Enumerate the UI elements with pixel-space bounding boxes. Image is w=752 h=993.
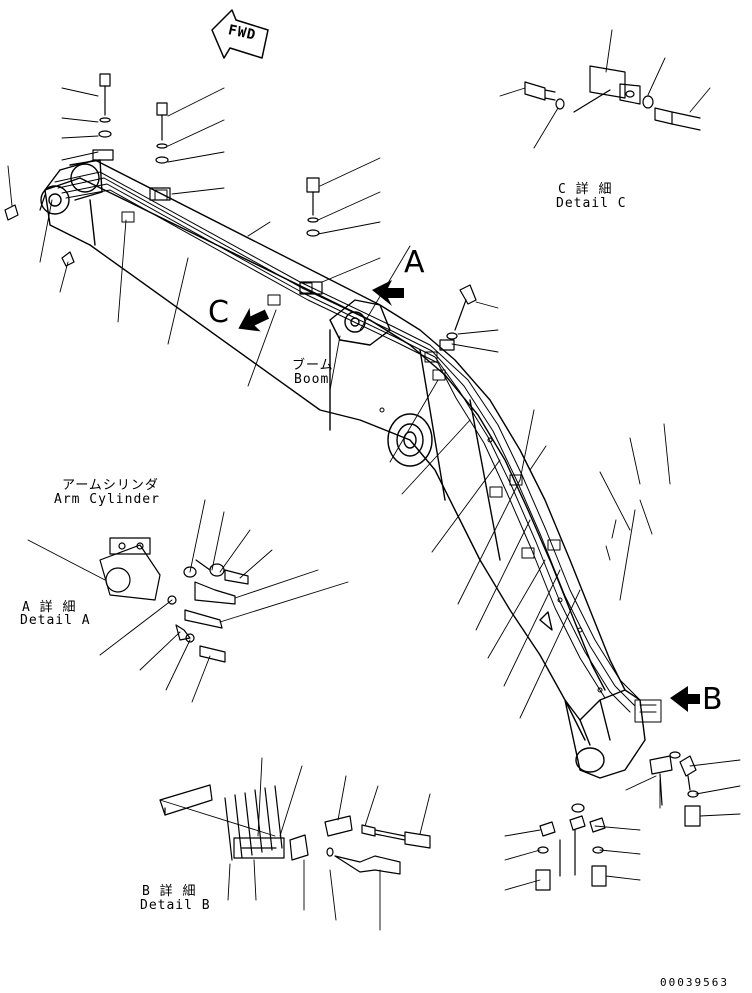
hydraulic-piping bbox=[55, 172, 661, 722]
detail-a-label-en: Detail A bbox=[20, 613, 91, 628]
detail-a-drawing bbox=[100, 538, 248, 662]
view-label-b: B bbox=[702, 682, 723, 717]
detail-c-label-en: Detail C bbox=[556, 196, 627, 211]
view-label-a: A bbox=[404, 245, 425, 280]
view-arrow-a-icon bbox=[372, 280, 404, 306]
boom-label-en: Boom bbox=[294, 372, 330, 387]
boom-body bbox=[41, 160, 645, 778]
fwd-arrow-icon bbox=[212, 10, 268, 58]
view-arrow-c-icon bbox=[238, 307, 270, 332]
bolt-stacks bbox=[5, 74, 476, 350]
drawing-number: 00039563 bbox=[660, 976, 729, 989]
detail-b-label-en: Detail B bbox=[140, 898, 211, 913]
detail-b-drawing bbox=[160, 785, 430, 874]
boom-label-jp: ブーム bbox=[292, 358, 334, 373]
detail-b-label-jp: B 詳 細 bbox=[142, 884, 197, 899]
view-label-c: C bbox=[208, 295, 229, 330]
view-arrows bbox=[238, 280, 700, 712]
view-arrow-b-icon bbox=[670, 686, 700, 712]
arm-cylinder-label-jp: アームシリンダ bbox=[62, 478, 159, 493]
leader-lines bbox=[8, 30, 740, 930]
arm-cylinder-label-en: Arm Cylinder bbox=[54, 492, 160, 507]
tip-bolts bbox=[536, 752, 700, 890]
detail-c-drawing bbox=[525, 66, 700, 130]
detail-c-label-jp: C 詳 細 bbox=[558, 182, 613, 197]
detail-a-label-jp: A 詳 細 bbox=[22, 600, 77, 615]
